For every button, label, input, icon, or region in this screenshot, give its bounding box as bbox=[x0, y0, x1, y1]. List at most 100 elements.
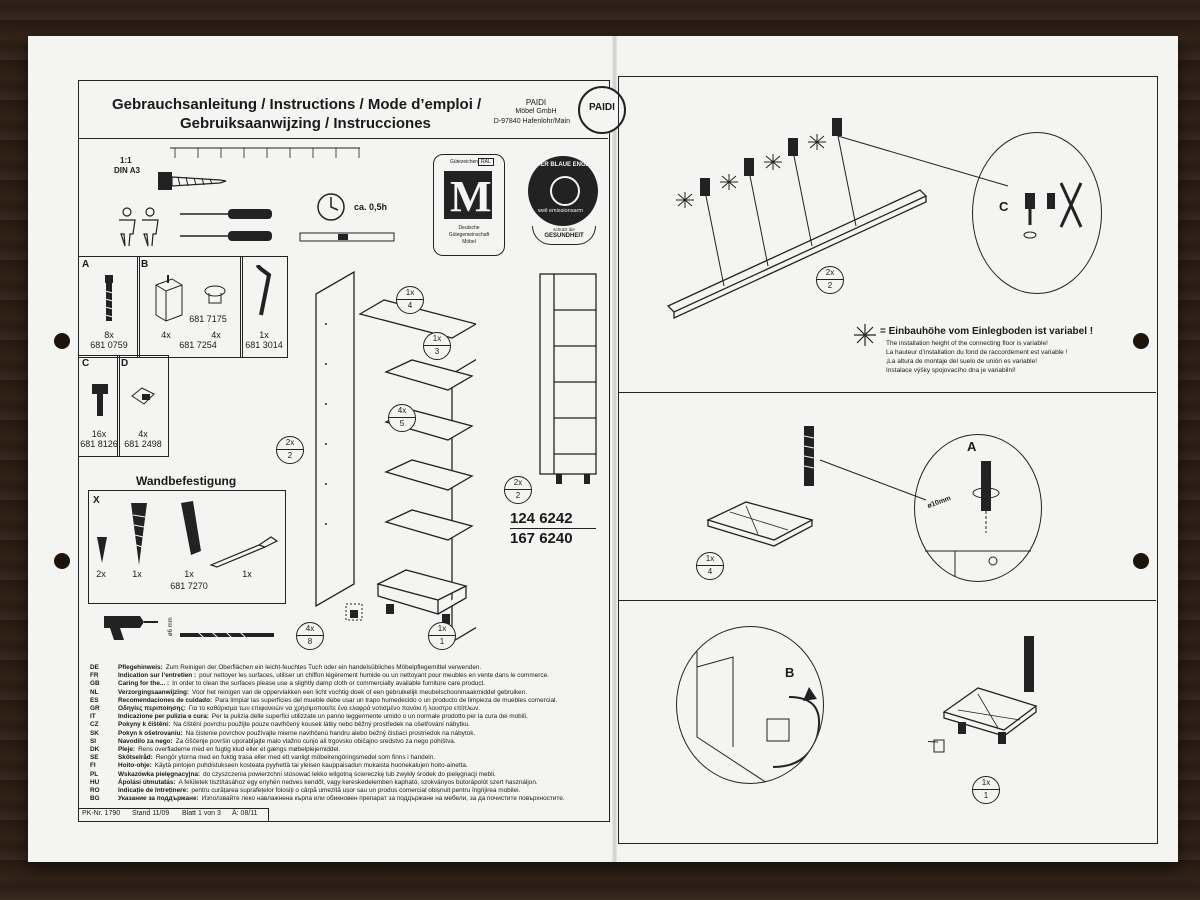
article-number-2: 167 6240 bbox=[510, 530, 573, 547]
care-lang-code: DK bbox=[90, 746, 100, 753]
wall-fastening-box: X 2x 1x 1x 1x 681 7270 bbox=[88, 490, 286, 604]
care-lang-code: DE bbox=[90, 664, 99, 671]
allen-key-code: 681 3014 bbox=[245, 340, 283, 350]
part-d-code: 681 2498 bbox=[124, 439, 162, 449]
part-b-code-1: 681 7254 bbox=[179, 340, 217, 350]
wall-screw-long-icon bbox=[131, 503, 147, 565]
company-name: PAIDI bbox=[525, 98, 547, 107]
company-address: D-97840 Hafenlohr/Main bbox=[493, 118, 570, 125]
care-lang-code: RO bbox=[90, 787, 100, 794]
wall-plug-icon bbox=[181, 501, 201, 555]
allen-key-icon bbox=[256, 265, 272, 316]
step-divider bbox=[618, 600, 1156, 601]
footer-sheet: Blatt 1 von 3 bbox=[182, 810, 221, 817]
care-lang-code: SE bbox=[90, 754, 99, 762]
blue-angel-top-text: DER BLAUE ENGEL bbox=[536, 162, 594, 168]
part-b-box: B 4x 4x 681 7175 681 7254 bbox=[137, 256, 243, 358]
care-text: Na čistenie povrchov používajte mierne n… bbox=[185, 729, 476, 737]
two-persons-icon bbox=[119, 207, 159, 247]
instruction-sheet: Gebrauchsanleitung / Instructions / Mode… bbox=[28, 36, 1178, 862]
part-b-qty-1: 4x bbox=[161, 330, 171, 340]
wall-qty-2: 1x bbox=[132, 569, 142, 579]
cam-lock-icon bbox=[204, 285, 226, 304]
footer-stand: Stand 11/09 bbox=[132, 810, 170, 817]
ral-top-label: Gütezeichen bbox=[450, 159, 479, 165]
punch-hole bbox=[1133, 553, 1149, 569]
step3-detail-drawing bbox=[696, 627, 821, 783]
part-d-label: D bbox=[121, 358, 129, 369]
sheet-fold bbox=[612, 36, 618, 862]
wall-qty-4: 1x bbox=[242, 569, 252, 579]
care-text: Използвайте леко навлажнена кърпа или об… bbox=[201, 795, 565, 803]
care-heading: Caring for the... : bbox=[118, 680, 170, 688]
care-heading: Recomendaciones de cuidado: bbox=[118, 696, 213, 704]
screw-c-icon bbox=[92, 384, 108, 416]
part-c-qty: 16x bbox=[91, 429, 107, 439]
step1-note-line-1: The installation height of the connectin… bbox=[886, 340, 1048, 347]
footer: PK-Nr. 1790 Stand 11/09 Blatt 1 von 3 Ä:… bbox=[78, 808, 269, 821]
angel-wreath-icon bbox=[550, 176, 580, 206]
care-lang-code: FI bbox=[90, 762, 96, 770]
wall-qty-3: 1x bbox=[184, 569, 194, 579]
care-text: Käytä pintojen puhdistukseen kosteata py… bbox=[154, 762, 468, 770]
drill-bit-icon bbox=[180, 631, 274, 639]
care-text: Για το καθάρισμα των επιφανειών να χρησι… bbox=[188, 705, 481, 712]
part-a-code: 681 0759 bbox=[90, 340, 128, 350]
care-text: Para limpiar las superficies del mueble … bbox=[215, 696, 558, 704]
article-divider bbox=[510, 528, 596, 529]
step3-detail-circle: B bbox=[676, 626, 824, 784]
blue-angel-middle-text: weil emissionsarm bbox=[538, 208, 583, 214]
shelf-support-icon bbox=[131, 387, 155, 405]
step1-diagram bbox=[666, 118, 1009, 320]
clock-icon bbox=[317, 193, 345, 221]
care-text: Per la pulizia delle superfici utilizzat… bbox=[211, 713, 528, 721]
m-mark-icon: M bbox=[444, 171, 492, 221]
care-heading: Skötselråd: bbox=[118, 754, 153, 762]
care-heading: Pokyny k čištění: bbox=[118, 721, 171, 729]
screwdrivers-icon bbox=[180, 209, 272, 241]
wall-fastening-title: Wandbefestigung bbox=[136, 474, 237, 488]
step1-note-line-4: Instalace výšky spojovacího dna je varia… bbox=[886, 367, 1016, 374]
step-divider bbox=[618, 392, 1156, 393]
header: Gebrauchsanleitung / Instructions / Mode… bbox=[78, 80, 626, 139]
care-heading: Indicazione per pulizia e cura: bbox=[118, 713, 209, 721]
care-lang-code: SI bbox=[90, 737, 97, 745]
care-heading: Pleje: bbox=[118, 746, 136, 753]
part-a-box: A 8x 681 0759 bbox=[78, 256, 140, 358]
step1-note-head: = Einbauhöhe vom Einlegboden ist variabe… bbox=[880, 326, 1094, 337]
care-heading: Указание за поддържане: bbox=[118, 795, 199, 803]
care-lang-code: SK bbox=[90, 729, 99, 737]
care-heading: Wskazówka pielęgnacyjna: bbox=[118, 770, 201, 778]
step2-dimension: ø10mm bbox=[926, 495, 952, 510]
care-heading: Verzorgingsaanwijzing: bbox=[118, 688, 190, 696]
step1-note-line-3: ¡La altura de montaje del suelo de unión… bbox=[886, 358, 1038, 365]
care-text: Na čištění povrchu použijte pouze navlhč… bbox=[173, 721, 470, 729]
step3-diagram bbox=[928, 636, 1038, 753]
allen-key-qty: 1x bbox=[259, 330, 269, 340]
scale-ratio: 1:1 bbox=[120, 156, 132, 165]
exploded-shelf-diagram bbox=[315, 270, 476, 644]
care-heading: Οδηγίες περιποίησης: bbox=[118, 705, 186, 712]
ral-caption-2: Gütegemeinschaft bbox=[448, 232, 490, 238]
care-heading: Indicație de întreținere: bbox=[118, 787, 189, 794]
wall-screw-small-icon bbox=[97, 537, 107, 563]
care-lang-code: NL bbox=[90, 688, 99, 696]
ral-caption-1: Deutsche bbox=[458, 225, 480, 231]
part-c-label: C bbox=[82, 358, 90, 369]
foot-detail-icon bbox=[345, 603, 363, 621]
blue-angel-bottom-2: GESUNDHEIT bbox=[544, 233, 584, 239]
step2-label: A bbox=[967, 439, 977, 454]
m-letter: M bbox=[450, 172, 492, 221]
screw-icon bbox=[158, 172, 227, 190]
